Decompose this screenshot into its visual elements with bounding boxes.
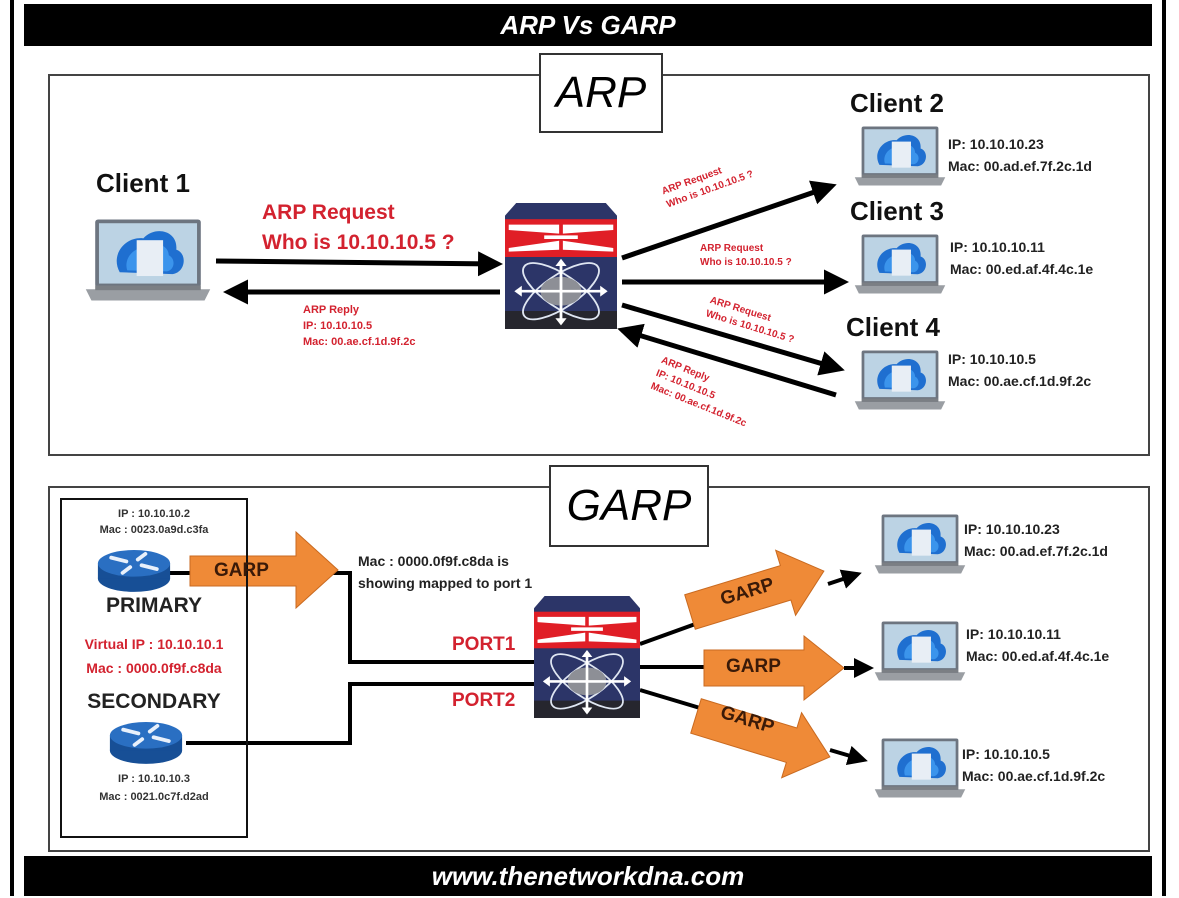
arp-request-c4-arrow <box>621 302 845 376</box>
client4-info: IP: 10.10.10.5 Mac: 00.ae.cf.1d.9f.2c <box>948 351 1092 389</box>
arp-reply-c4-arrow <box>617 323 837 398</box>
arp-request-c3-label: ARP Request Who is 10.10.10.5 ? <box>700 243 792 268</box>
garp-primary-arrow <box>189 530 339 610</box>
garp-host2-laptop-icon <box>872 615 968 687</box>
arp-switch-icon <box>505 203 617 329</box>
virtual-ip-info: Virtual IP : 10.10.10.1 Mac : 0000.0f9f.… <box>84 636 224 676</box>
mac-mapping-note: Mac : 0000.0f9f.c8da is showing mapped t… <box>358 553 533 591</box>
garp-out-arrow-2 <box>703 634 845 702</box>
garp-switch-icon <box>534 596 640 718</box>
redundant-router-group <box>60 498 248 838</box>
garp-host1-info: IP: 10.10.10.23 Mac: 00.ad.ef.7f.2c.1d <box>964 521 1108 559</box>
garp-host3-laptop-icon <box>872 732 968 804</box>
port1-label: PORT1 <box>452 634 516 655</box>
primary-router-icon <box>96 546 172 594</box>
secondary-name: SECONDARY <box>87 690 221 713</box>
garp-host1-laptop-icon <box>872 508 968 580</box>
secondary-info: IP : 10.10.10.3 Mac : 0021.0c7f.d2ad <box>99 773 209 803</box>
garp-host2-info: IP: 10.10.10.11 Mac: 00.ed.af.4f.4c.1e <box>966 626 1110 664</box>
client2-name: Client 2 <box>850 88 944 118</box>
client2-laptop-icon <box>852 122 948 190</box>
secondary-to-port2-wire <box>186 682 536 745</box>
garp-panel-label: GARP <box>549 465 709 547</box>
client2-info: IP: 10.10.10.23 Mac: 00.ad.ef.7f.2c.1d <box>948 136 1092 174</box>
secondary-router-icon <box>108 718 184 766</box>
client3-name: Client 3 <box>850 196 944 226</box>
footer-website: www.thenetworkdna.com <box>24 856 1152 896</box>
client3-laptop-icon <box>852 230 948 298</box>
garp-out-arrow-2-label: GARP <box>726 656 781 677</box>
diagram-title: ARP Vs GARP <box>24 4 1152 46</box>
client1-name: Client 1 <box>96 168 190 198</box>
garp-host3-info: IP: 10.10.10.5 Mac: 00.ae.cf.1d.9f.2c <box>962 746 1106 784</box>
arp-request-label: ARP Request Who is 10.10.10.5 ? <box>262 201 455 254</box>
client3-info: IP: 10.10.10.11 Mac: 00.ed.af.4f.4c.1e <box>950 239 1094 277</box>
port2-label: PORT2 <box>452 690 516 711</box>
garp-primary-arrow-label: GARP <box>214 560 269 581</box>
outer-frame <box>10 0 1166 896</box>
arp-reply-label: ARP Reply IP: 10.10.10.5 Mac: 00.ae.cf.1… <box>303 304 416 348</box>
arp-request-c2-arrow <box>621 180 837 261</box>
client4-laptop-icon <box>852 346 948 414</box>
primary-info: IP : 10.10.10.2 Mac : 0023.0a9d.c3fa <box>99 508 209 536</box>
garp-out-arrow-3 <box>690 698 831 779</box>
arp-panel-label: ARP <box>539 53 663 133</box>
arp-request-arrow <box>215 251 503 277</box>
garp-out-arrow-1 <box>684 549 825 630</box>
client1-laptop-icon <box>82 212 214 308</box>
client4-name: Client 4 <box>846 312 940 342</box>
primary-name: PRIMARY <box>105 594 203 617</box>
